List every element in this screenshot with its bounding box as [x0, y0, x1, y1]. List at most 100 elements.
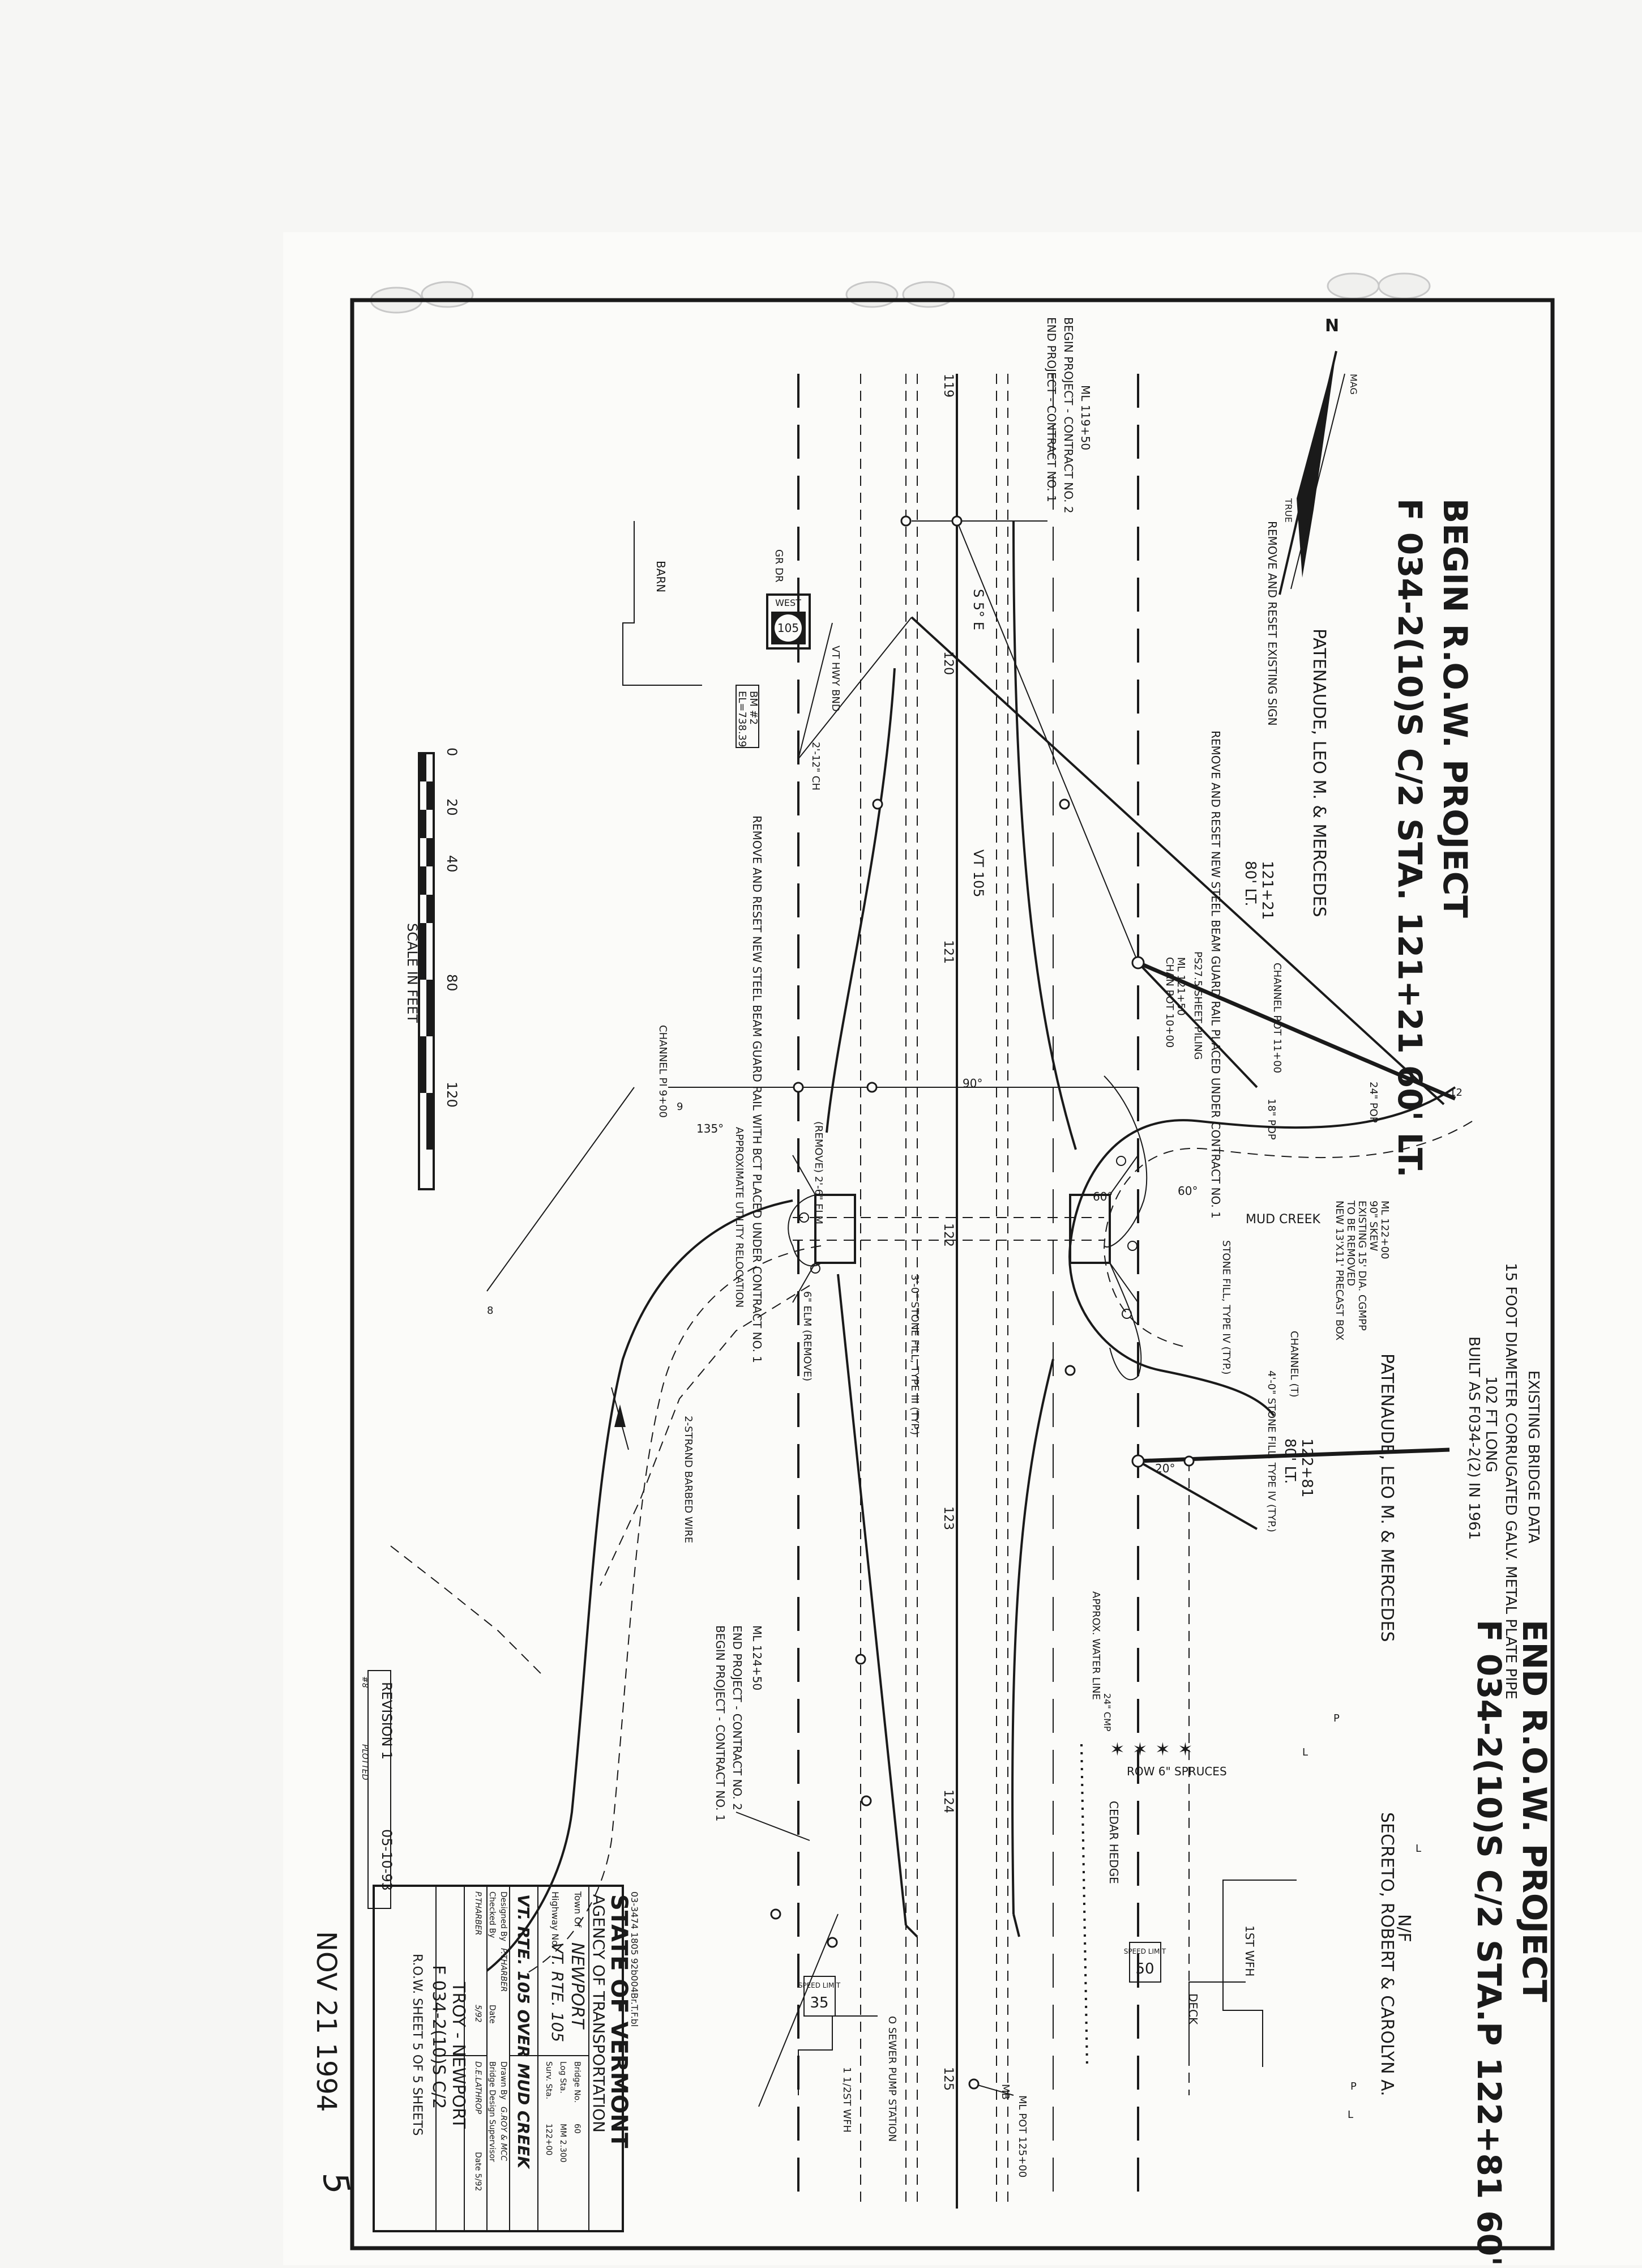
svg-text:F 034-2(10)S C/2: F 034-2(10)S C/2: [429, 1965, 448, 2109]
svg-text:EL=738.39: EL=738.39: [736, 691, 748, 747]
svg-text:EXISTING BRIDGE DATA: EXISTING BRIDGE DATA: [1525, 1370, 1542, 1543]
guard-rail: [826, 520, 1077, 1938]
svg-text:GR DR: GR DR: [773, 549, 785, 583]
svg-text:12: 12: [1449, 1087, 1463, 1099]
svg-text:SPEED LIMIT: SPEED LIMIT: [798, 1981, 841, 1989]
svg-text:P.THARBER: P.THARBER: [473, 1891, 482, 1936]
svg-text:ML 121+50: ML 121+50: [1175, 957, 1187, 1016]
svg-text:Surv. Sta.: Surv. Sta.: [544, 2061, 553, 2099]
svg-text:60: 60: [572, 2124, 581, 2134]
svg-text:BEGIN PROJECT - CONTRACT NO. 1: BEGIN PROJECT - CONTRACT NO. 1: [713, 1625, 727, 1822]
svg-text:121+21: 121+21: [1259, 861, 1276, 920]
svg-text:2'-12" CH: 2'-12" CH: [810, 742, 822, 791]
sheet-border: [350, 298, 1555, 2250]
svg-text:124: 124: [941, 1789, 955, 1813]
svg-text:122+00: 122+00: [544, 2124, 553, 2155]
svg-text:9: 9: [677, 1101, 683, 1113]
svg-text:AGENCY OF TRANSPORTATION: AGENCY OF TRANSPORTATION: [589, 1894, 608, 2133]
svg-text:BEGIN PROJECT - CONTRACT NO. 2: BEGIN PROJECT - CONTRACT NO. 2: [1062, 317, 1075, 514]
speed-limit-35-sign: SPEED LIMIT 35: [798, 1976, 841, 2017]
svg-text:15 FOOT DIAMETER CORRUGATED GA: 15 FOOT DIAMETER CORRUGATED GALV. METAL …: [1502, 1263, 1519, 1699]
svg-text:CHANNEL PI 9+00: CHANNEL PI 9+00: [657, 1025, 669, 1118]
house-secreto: 1ST WFH DECK: [1186, 1880, 1297, 2067]
survey-points: [770, 515, 1195, 2090]
svg-text:ML 124+50: ML 124+50: [750, 1625, 764, 1690]
svg-text:TO BE REMOVED: TO BE REMOVED: [1345, 1200, 1357, 1286]
svg-text:Log Sta.: Log Sta.: [558, 2061, 567, 2094]
svg-text:R.O.W. SHEET 5 OF 5 SHEETS: R.O.W. SHEET 5 OF 5 SHEETS: [410, 1954, 424, 2136]
svg-text:P: P: [1333, 1712, 1340, 1724]
svg-text:ML 119+50: ML 119+50: [1079, 385, 1092, 450]
svg-text:DECK: DECK: [1186, 1993, 1200, 2025]
route-shield-icon: WEST 105: [766, 593, 811, 650]
svg-text:Designed By: Designed By: [499, 1891, 508, 1941]
svg-text:✶: ✶: [1178, 1739, 1193, 1760]
svg-text:(REMOVE) 2'-6" ELM: (REMOVE) 2'-6" ELM: [813, 1121, 824, 1224]
scale-bar: 0 20 40 80 120 SCALE IN FEET: [404, 748, 460, 1190]
svg-text:L: L: [1416, 1843, 1421, 1855]
mud-creek: [486, 1086, 1473, 1977]
svg-text:18" POP: 18" POP: [1265, 1099, 1277, 1140]
end-row-station: F 034-2(10)S C/2 STA.P 122+81 60' LT.: [1470, 1620, 1508, 2265]
svg-text:Town Of: Town Of: [572, 1891, 583, 1928]
svg-text:122: 122: [941, 1223, 955, 1247]
svg-text:1ST WFH: 1ST WFH: [1243, 1925, 1256, 1976]
svg-text:L: L: [1302, 1746, 1308, 1758]
svg-text:3'-0" STONE FILL, TYPE III (TY: 3'-0" STONE FILL, TYPE III (TYP.): [909, 1274, 921, 1435]
svg-text:122+81: 122+81: [1298, 1438, 1315, 1498]
svg-text:NEWPORT: NEWPORT: [567, 1942, 587, 2030]
end-row-title: END R.O.W. PROJECT: [1515, 1620, 1554, 2002]
begin-row-station: F 034-2(10)S C/2 STA. 121+21 60' LT.: [1391, 498, 1429, 1178]
svg-text:80' LT.: 80' LT.: [1242, 861, 1259, 906]
svg-text:MB: MB: [999, 2084, 1011, 2100]
gr-note-1: REMOVE AND RESET NEW STEEL BEAM GUARD RA…: [1209, 731, 1222, 1219]
svg-text:80: 80: [444, 974, 460, 992]
vt105-label: VT 105: [970, 849, 986, 898]
owner-patenaude-2: PATENAUDE, LEO M. & MERCEDES: [1377, 1353, 1397, 1642]
svg-text:90" SKEW: 90" SKEW: [1367, 1201, 1379, 1252]
svg-text:60°: 60°: [1178, 1184, 1198, 1198]
svg-text:NEW 13'X11' PRECAST BOX: NEW 13'X11' PRECAST BOX: [1333, 1201, 1345, 1340]
svg-text:APPROX. WATER LINE: APPROX. WATER LINE: [1090, 1591, 1102, 1700]
svg-text:119: 119: [941, 374, 955, 398]
gr-note-2: REMOVE AND RESET NEW STEEL BEAM GUARD RA…: [750, 815, 764, 1363]
svg-text:CHANNEL POT 11+00: CHANNEL POT 11+00: [1271, 963, 1283, 1073]
svg-text:SCALE IN FEET: SCALE IN FEET: [404, 923, 420, 1023]
row-lines: [486, 520, 1456, 2107]
svg-text:24" CMP: 24" CMP: [1102, 1693, 1113, 1732]
svg-text:35: 35: [810, 1994, 828, 2011]
svg-text:REVISION 1: REVISION 1: [379, 1682, 395, 1759]
title-block: 03-3474 1805 92b004Br.T.F.bl STATE OF VE…: [373, 1885, 640, 2232]
svg-text:105: 105: [777, 621, 799, 635]
house-wfh: 1 1/2ST WFH: [798, 2015, 878, 2133]
svg-text:MAG: MAG: [1348, 374, 1359, 395]
svg-text:CHAN POT 10+00: CHAN POT 10+00: [1164, 957, 1175, 1048]
begin-contract-note: BEGIN PROJECT - CONTRACT NO. 2 END PROJE…: [912, 317, 1092, 522]
svg-text:Bridge No.: Bridge No.: [572, 2061, 581, 2103]
cedar-hedge: CEDAR HEDGE: [1080, 1744, 1121, 2068]
svg-text:APPROXIMATE UTILITY RELOCATION: APPROXIMATE UTILITY RELOCATION: [733, 1127, 745, 1308]
svg-text:4'-0" STONE FILL, TYPE IV (TYP: 4'-0" STONE FILL, TYPE IV (TYP.): [1265, 1370, 1277, 1532]
mud-creek-label: MUD CREEK: [1246, 1212, 1320, 1227]
svg-text:END PROJECT - CONTRACT NO. 2: END PROJECT - CONTRACT NO. 2: [730, 1625, 744, 1810]
barn: BARN: [622, 521, 702, 686]
roadway-vt105: [797, 374, 1139, 2209]
svg-text:VT. RTE. 105: VT. RTE. 105: [548, 1942, 567, 2042]
owner-patenaude-1: PATENAUDE, LEO M. & MERCEDES: [1309, 629, 1329, 917]
box-culvert: [792, 1155, 1139, 1303]
svg-text:Drawn By: Drawn By: [499, 2061, 508, 2100]
barbed-wire-fence: [390, 1285, 810, 1677]
svg-text:BARN: BARN: [654, 561, 668, 592]
svg-text:121: 121: [941, 940, 955, 964]
svg-text:20°: 20°: [1155, 1462, 1175, 1475]
svg-text:CHANNEL (T): CHANNEL (T): [1288, 1331, 1300, 1398]
svg-text:L: L: [1348, 2109, 1353, 2121]
svg-text:CEDAR HEDGE: CEDAR HEDGE: [1107, 1801, 1121, 1884]
benchmark: BM #2 EL=738.39: [736, 685, 759, 748]
svg-text:VT HWY BND: VT HWY BND: [829, 646, 841, 712]
svg-text:1 1/2ST WFH: 1 1/2ST WFH: [841, 2067, 853, 2133]
svg-text:MM 2.300: MM 2.300: [558, 2124, 567, 2163]
svg-text:8: 8: [487, 1305, 493, 1317]
